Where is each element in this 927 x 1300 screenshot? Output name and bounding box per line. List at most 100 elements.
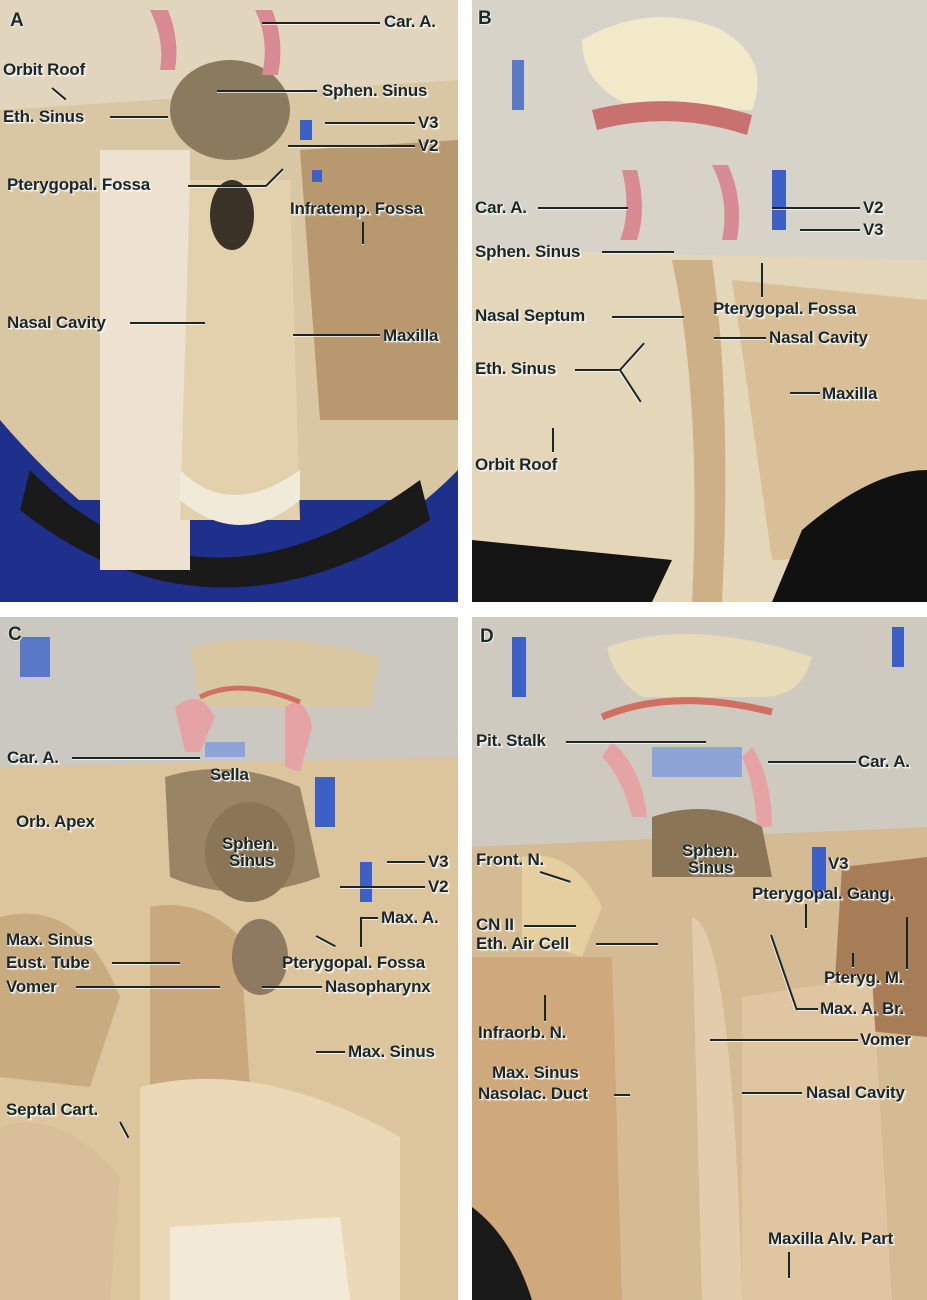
leader-line — [790, 392, 820, 394]
leader-line — [544, 995, 546, 1021]
label-sphen-sinus: Sphen. Sinus — [475, 242, 581, 261]
label-v2: V2 — [863, 198, 884, 217]
label-maxilla: Maxilla — [822, 384, 878, 403]
leader-line — [772, 207, 860, 209]
label-v3: V3 — [418, 113, 439, 132]
label-car-a: Car. A. — [858, 752, 910, 771]
leader-line — [710, 1039, 858, 1041]
leader-line — [76, 986, 220, 988]
leader-line — [552, 428, 554, 452]
panel-letter: B — [478, 8, 492, 29]
leader-line — [217, 90, 317, 92]
label-orbit-roof: Orbit Roof — [3, 60, 86, 79]
leader-line — [742, 1092, 802, 1094]
label-infraorb-n: Infraorb. N. — [478, 1023, 567, 1042]
leader-line — [188, 185, 266, 187]
label-max-sinus-left: Max. Sinus — [6, 930, 93, 949]
leader-line — [362, 222, 364, 244]
leader-line — [524, 925, 576, 927]
label-pterygopal-fossa: Pterygopal. Fossa — [7, 175, 151, 194]
panel-a-photo — [0, 0, 458, 602]
label-max-sinus-right: Max. Sinus — [348, 1042, 435, 1061]
panel-letter: C — [8, 624, 22, 645]
label-nasal-septum: Nasal Septum — [475, 306, 586, 325]
label-nasolac-duct: Nasolac. Duct — [478, 1084, 588, 1103]
leader-line — [805, 904, 807, 928]
leader-line — [788, 1252, 790, 1278]
label-cn-ii: CN II — [476, 915, 514, 934]
leader-line — [387, 861, 425, 863]
leader-line — [262, 986, 322, 988]
leader-line — [796, 1008, 818, 1010]
label-v3: V3 — [863, 220, 884, 239]
label-eth-sinus: Eth. Sinus — [475, 359, 557, 378]
label-front-n: Front. N. — [476, 850, 545, 869]
label-maxilla: Maxilla — [383, 326, 439, 345]
leader-line — [316, 1051, 345, 1053]
leader-line — [293, 334, 380, 336]
label-car-a: Car. A. — [384, 12, 436, 31]
label-sphen-sinus-line2: Sinus — [229, 851, 275, 870]
leader-line — [340, 886, 425, 888]
label-sphen-sinus-line1: Sphen. — [682, 841, 738, 860]
label-sella: Sella — [210, 765, 249, 784]
label-pit-stalk: Pit. Stalk — [476, 731, 546, 750]
leader-line — [612, 316, 684, 318]
leader-line — [596, 943, 658, 945]
label-septal-cart: Septal Cart. — [6, 1100, 99, 1119]
panel-b: B Car. A. V2 V3 Sphen. Sinus Pterygopal.… — [472, 0, 927, 602]
label-nasal-cavity: Nasal Cavity — [806, 1083, 905, 1102]
leader-line — [852, 953, 854, 967]
leader-line — [761, 263, 763, 297]
leader-line — [800, 229, 860, 231]
label-eust-tube: Eust. Tube — [6, 953, 90, 972]
panel-d-photo — [472, 617, 927, 1300]
panel-letter: D — [480, 626, 494, 647]
leader-line — [602, 251, 674, 253]
leader-line — [72, 757, 200, 759]
label-sphen-sinus-line2: Sinus — [688, 858, 734, 877]
label-v3: V3 — [428, 852, 449, 871]
label-v3: V3 — [828, 854, 849, 873]
leader-line — [262, 22, 380, 24]
panel-d: D Pit. Stalk Car. A. Sphen. Sinus Front.… — [472, 617, 927, 1300]
label-pterygopal-gang: Pterygopal. Gang. — [752, 884, 895, 903]
label-sphen-sinus-line1: Sphen. — [222, 834, 278, 853]
label-pteryg-m: Pteryg. M. — [824, 968, 904, 987]
label-nasal-cavity: Nasal Cavity — [7, 313, 106, 332]
label-eth-sinus: Eth. Sinus — [3, 107, 85, 126]
leader-line — [288, 145, 415, 147]
label-orb-apex: Orb. Apex — [16, 812, 95, 831]
leader-line — [906, 917, 908, 969]
leader-line — [112, 962, 180, 964]
label-nasopharynx: Nasopharynx — [325, 977, 431, 996]
label-car-a: Car. A. — [7, 748, 59, 767]
label-nasal-cavity: Nasal Cavity — [769, 328, 868, 347]
label-vomer: Vomer — [6, 977, 57, 996]
leader-line — [538, 207, 628, 209]
panel-a: A Car. A. Orbit Roof Sphen. Sinus Eth. S… — [0, 0, 458, 602]
leader-line — [325, 122, 415, 124]
label-max-sinus: Max. Sinus — [492, 1063, 579, 1082]
leader-line — [110, 116, 168, 118]
leader-line — [362, 917, 378, 919]
leader-line — [575, 369, 621, 371]
panel-letter: A — [10, 10, 24, 31]
panel-c-photo — [0, 617, 458, 1300]
leader-line — [130, 322, 205, 324]
leader-line — [360, 917, 362, 947]
label-orbit-roof: Orbit Roof — [475, 455, 558, 474]
label-eth-air-cell: Eth. Air Cell — [476, 934, 570, 953]
label-v2: V2 — [428, 877, 449, 896]
label-vomer: Vomer — [860, 1030, 911, 1049]
label-pterygopal-fossa: Pterygopal. Fossa — [282, 953, 426, 972]
panel-c: C Car. A. Sella Orb. Apex Sphen. Sinus V… — [0, 617, 458, 1300]
label-max-a-br: Max. A. Br. — [820, 999, 905, 1018]
label-pterygopal-fossa: Pterygopal. Fossa — [713, 299, 857, 318]
leader-line — [614, 1094, 630, 1096]
label-car-a: Car. A. — [475, 198, 527, 217]
panel-b-photo — [472, 0, 927, 602]
label-maxilla-alv-part: Maxilla Alv. Part — [768, 1229, 894, 1248]
leader-line — [714, 337, 766, 339]
label-sphen-sinus: Sphen. Sinus — [322, 81, 428, 100]
